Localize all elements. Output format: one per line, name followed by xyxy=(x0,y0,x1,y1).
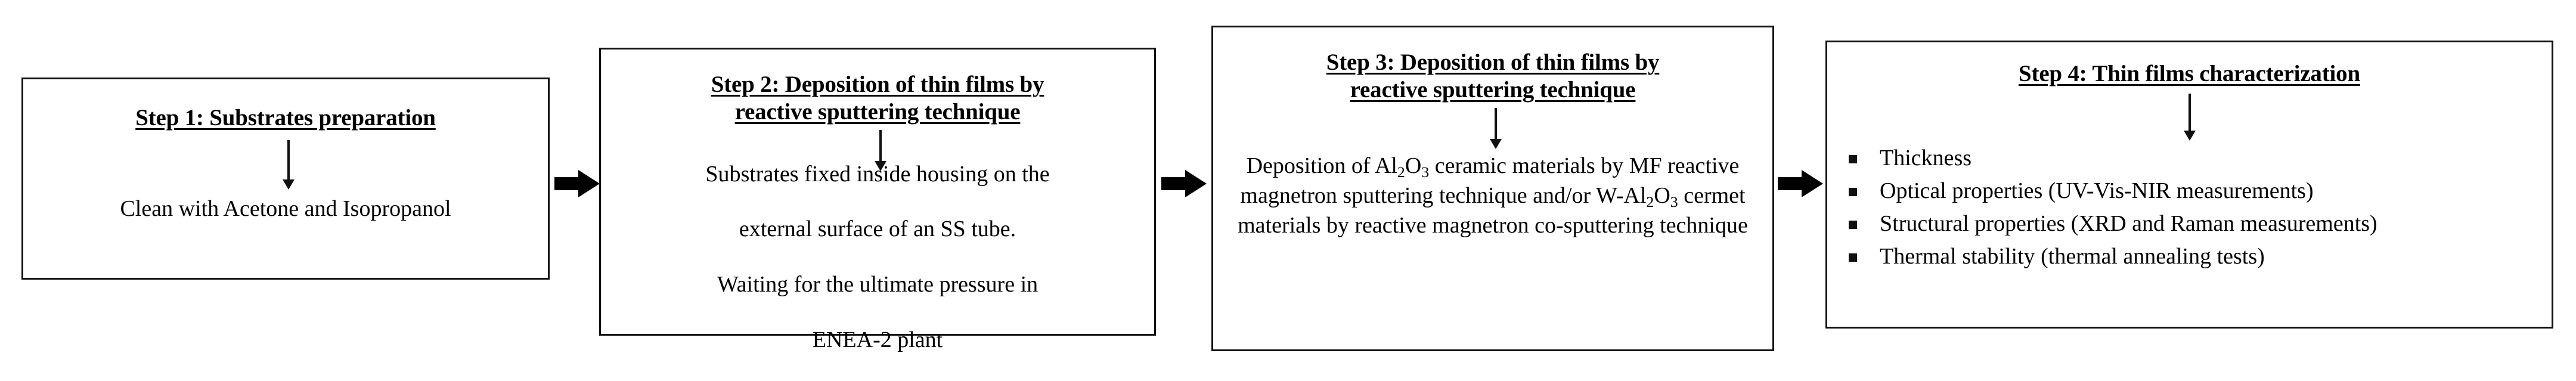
step-3-body: Deposition of Al2O3 ceramic materials by… xyxy=(1238,153,1748,238)
arrow-shaft xyxy=(879,130,882,164)
connector-arrow-3-4-icon xyxy=(1778,170,1823,197)
step-2-body-line-4: ENEA-2 plant xyxy=(812,327,943,352)
list-item-label: Thermal stability (thermal annealing tes… xyxy=(1880,243,2265,269)
arrow-bar xyxy=(1778,177,1804,190)
arrow-head xyxy=(283,179,295,190)
arrow-tip xyxy=(578,170,600,197)
step-3-title: Step 3: Deposition of thin films by reac… xyxy=(1326,49,1660,103)
arrow-bar xyxy=(1161,177,1188,190)
list-item: Thickness xyxy=(1840,144,2523,173)
list-item: Thermal stability (thermal annealing tes… xyxy=(1840,242,2523,271)
step-1-body: Clean with Acetone and Isopropanol xyxy=(120,196,451,221)
step-box-1: Step 1: Substrates preparation Clean wit… xyxy=(21,78,550,280)
list-item: Optical properties (UV-Vis-NIR measureme… xyxy=(1840,176,2523,206)
arrow-tip xyxy=(1802,170,1823,197)
connector-arrow-2-3-icon xyxy=(1161,170,1207,197)
list-item: Structural properties (XRD and Raman mea… xyxy=(1840,209,2523,238)
down-arrow-icon-step-3 xyxy=(1484,108,1508,151)
list-item-label: Optical properties (UV-Vis-NIR measureme… xyxy=(1880,178,2314,203)
step-2-body-line-3: Waiting for the ultimate pressure in xyxy=(717,272,1039,298)
step-2-title: Step 2: Deposition of thin films by reac… xyxy=(711,72,1044,125)
square-bullet-icon xyxy=(1849,187,1857,196)
step-4-title: Step 4: Thin films characterization xyxy=(2019,61,2360,86)
step-1-title: Step 1: Substrates preparation xyxy=(135,105,436,131)
connector-arrow-1-2-icon xyxy=(554,170,600,197)
arrow-shaft xyxy=(2188,93,2191,133)
square-bullet-icon xyxy=(1849,253,1857,262)
step-2-body-line-2: external surface of an SS tube. xyxy=(739,216,1016,242)
arrow-shaft xyxy=(1495,108,1497,142)
arrow-head xyxy=(1490,139,1502,150)
arrow-head xyxy=(2183,130,2196,141)
step-2-body-line-1: Substrates fixed inside housing on the xyxy=(705,161,1050,187)
step-box-4: Step 4: Thin films characterization Thic… xyxy=(1825,41,2553,329)
list-item-label: Structural properties (XRD and Raman mea… xyxy=(1880,210,2377,236)
square-bullet-icon xyxy=(1849,220,1857,229)
list-item-label: Thickness xyxy=(1880,145,1972,171)
arrow-shaft xyxy=(287,140,290,182)
down-arrow-icon-step-1 xyxy=(277,140,300,191)
square-bullet-icon xyxy=(1849,154,1857,163)
arrow-bar xyxy=(554,177,581,190)
step-2-body: Substrates fixed inside housing on the e… xyxy=(615,132,1140,381)
down-arrow-icon-step-4 xyxy=(2178,93,2202,143)
step-box-3: Step 3: Deposition of thin films by reac… xyxy=(1211,26,1774,351)
arrow-tip xyxy=(1185,170,1207,197)
arrow-head xyxy=(875,161,886,172)
flowchart-canvas: Step 1: Substrates preparation Clean wit… xyxy=(21,26,2553,352)
step-4-characterization-list: Thickness Optical properties (UV-Vis-NIR… xyxy=(1840,144,2523,275)
step-box-2: Step 2: Deposition of thin films by reac… xyxy=(599,48,1156,352)
